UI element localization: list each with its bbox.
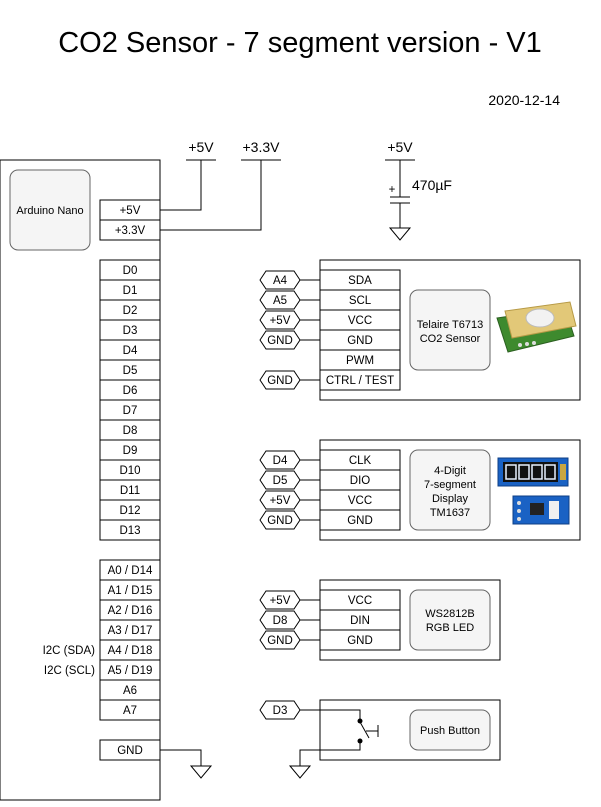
wire-5v (160, 160, 202, 211)
button-name: Push Button (420, 725, 480, 737)
sensor-tags: A4 A5 +5V GND GND (259, 270, 320, 390)
tag-d4: D4 (273, 455, 288, 467)
wire-3v3 (160, 160, 262, 231)
page-title: CO2 Sensor - 7 segment version - V1 (58, 27, 542, 59)
display-pin-vcc: VCC (348, 495, 372, 507)
display-name-line4: TM1637 (430, 507, 470, 519)
display-tags: D4 D5 +5V GND (259, 450, 320, 530)
pin-d7: D7 (123, 405, 138, 417)
sensor-pin-ctrl: CTRL / TEST (326, 375, 394, 387)
pin-a4: A4 / D18 (108, 645, 153, 657)
arduino-nano-board: Arduino Nano +5V +3.3V D0 D1 D2 D3 D4 D5… (0, 159, 161, 801)
sensor-photo (496, 301, 577, 353)
display-name-line2: 7-segment (424, 479, 476, 491)
tag-5v-display: +5V (270, 495, 291, 507)
i2c-sda-label: I2C (SDA) (43, 645, 96, 657)
sensor-name-line1: Telaire T6713 (417, 319, 483, 331)
led-pin-gnd: GND (347, 635, 373, 647)
pin-a0: A0 / D14 (108, 565, 153, 577)
sensor-pin-gnd: GND (347, 335, 373, 347)
display-photo-back (512, 495, 570, 525)
pin-d8: D8 (123, 425, 138, 437)
co2-sensor-module: SDA SCL VCC GND PWM CTRL / TEST Telaire … (319, 259, 581, 401)
arduino-name: Arduino Nano (16, 205, 83, 217)
pin-d3: D3 (123, 325, 138, 337)
pin-a7: A7 (123, 705, 137, 717)
display-pin-gnd: GND (347, 515, 373, 527)
pin-d12: D12 (119, 505, 140, 517)
arduino-pin-gnd-label: GND (117, 745, 143, 757)
display-name-line1: 4-Digit (434, 465, 466, 477)
display-pin-clk: CLK (349, 455, 372, 467)
pin-a3: A3 / D17 (108, 625, 153, 637)
led-module: VCC DIN GND WS2812B RGB LED (319, 579, 501, 661)
pin-a1: A1 / D15 (108, 585, 153, 597)
arduino-analog-pins: A0 / D14 A1 / D15 A2 / D16 A3 / D17 A4 /… (99, 559, 161, 721)
capacitor-value: 470µF (412, 177, 452, 193)
pin-a6: A6 (123, 685, 137, 697)
pin-a5: A5 / D19 (108, 665, 153, 677)
i2c-scl-label: I2C (SCL) (44, 665, 95, 677)
pin-d0: D0 (123, 265, 138, 277)
rail-5v-label: +5V (188, 139, 214, 155)
rail-3v3-label: +3.3V (243, 139, 281, 155)
display-photo-front (497, 457, 569, 487)
led-pin-vcc: VCC (348, 595, 372, 607)
tag-5v-led: +5V (270, 595, 291, 607)
display-pin-dio: DIO (350, 475, 371, 487)
arduino-digital-pins: D0 D1 D2 D3 D4 D5 D6 D7 D8 D9 D10 D11 D1… (99, 259, 161, 541)
date-label: 2020-12-14 (488, 92, 560, 108)
tag-5v-sensor: +5V (270, 315, 291, 327)
tag-d3: D3 (273, 705, 288, 717)
led-tags: +5V D8 GND (259, 590, 320, 650)
led-pin-din: DIN (350, 615, 370, 627)
tag-a5: A5 (273, 295, 287, 307)
capacitor-plus-label: + (389, 184, 396, 196)
tag-d8: D8 (273, 615, 288, 627)
push-button-module: Push Button D3 (259, 699, 501, 779)
tag-gnd-ctrl: GND (267, 375, 293, 387)
sensor-pin-sda: SDA (348, 275, 372, 287)
tag-gnd-sensor: GND (267, 335, 293, 347)
pin-d13: D13 (119, 525, 140, 537)
capacitor-470uf: + 470µF (389, 160, 452, 241)
pin-d1: D1 (123, 285, 138, 297)
display-name-line3: Display (432, 493, 469, 505)
tag-d5: D5 (273, 475, 288, 487)
pin-d10: D10 (119, 465, 140, 477)
led-name-line2: RGB LED (426, 622, 474, 634)
sensor-pin-scl: SCL (349, 295, 372, 307)
tag-a4: A4 (273, 275, 288, 287)
display-module: CLK DIO VCC GND 4-Digit 7-segment Displa… (319, 439, 581, 541)
pin-a2: A2 / D16 (108, 605, 153, 617)
pin-d9: D9 (123, 445, 138, 457)
rail-5v-cap-label: +5V (387, 139, 413, 155)
sensor-pin-pwm: PWM (346, 355, 374, 367)
pin-d5: D5 (123, 365, 138, 377)
arduino-ground-symbol (160, 749, 213, 779)
pin-d11: D11 (120, 485, 140, 497)
sensor-name-line2: CO2 Sensor (420, 333, 481, 345)
arduino-pin-3v3-label: +3.3V (115, 225, 146, 237)
arduino-pin-5v-label: +5V (120, 205, 141, 217)
led-name-line1: WS2812B (425, 608, 475, 620)
tag-gnd-display: GND (267, 515, 293, 527)
pin-d6: D6 (123, 385, 138, 397)
tag-gnd-led: GND (267, 635, 293, 647)
sensor-pin-vcc: VCC (348, 315, 372, 327)
pin-d4: D4 (123, 345, 138, 357)
pin-d2: D2 (123, 305, 138, 317)
push-button-switch-symbol (288, 709, 379, 779)
